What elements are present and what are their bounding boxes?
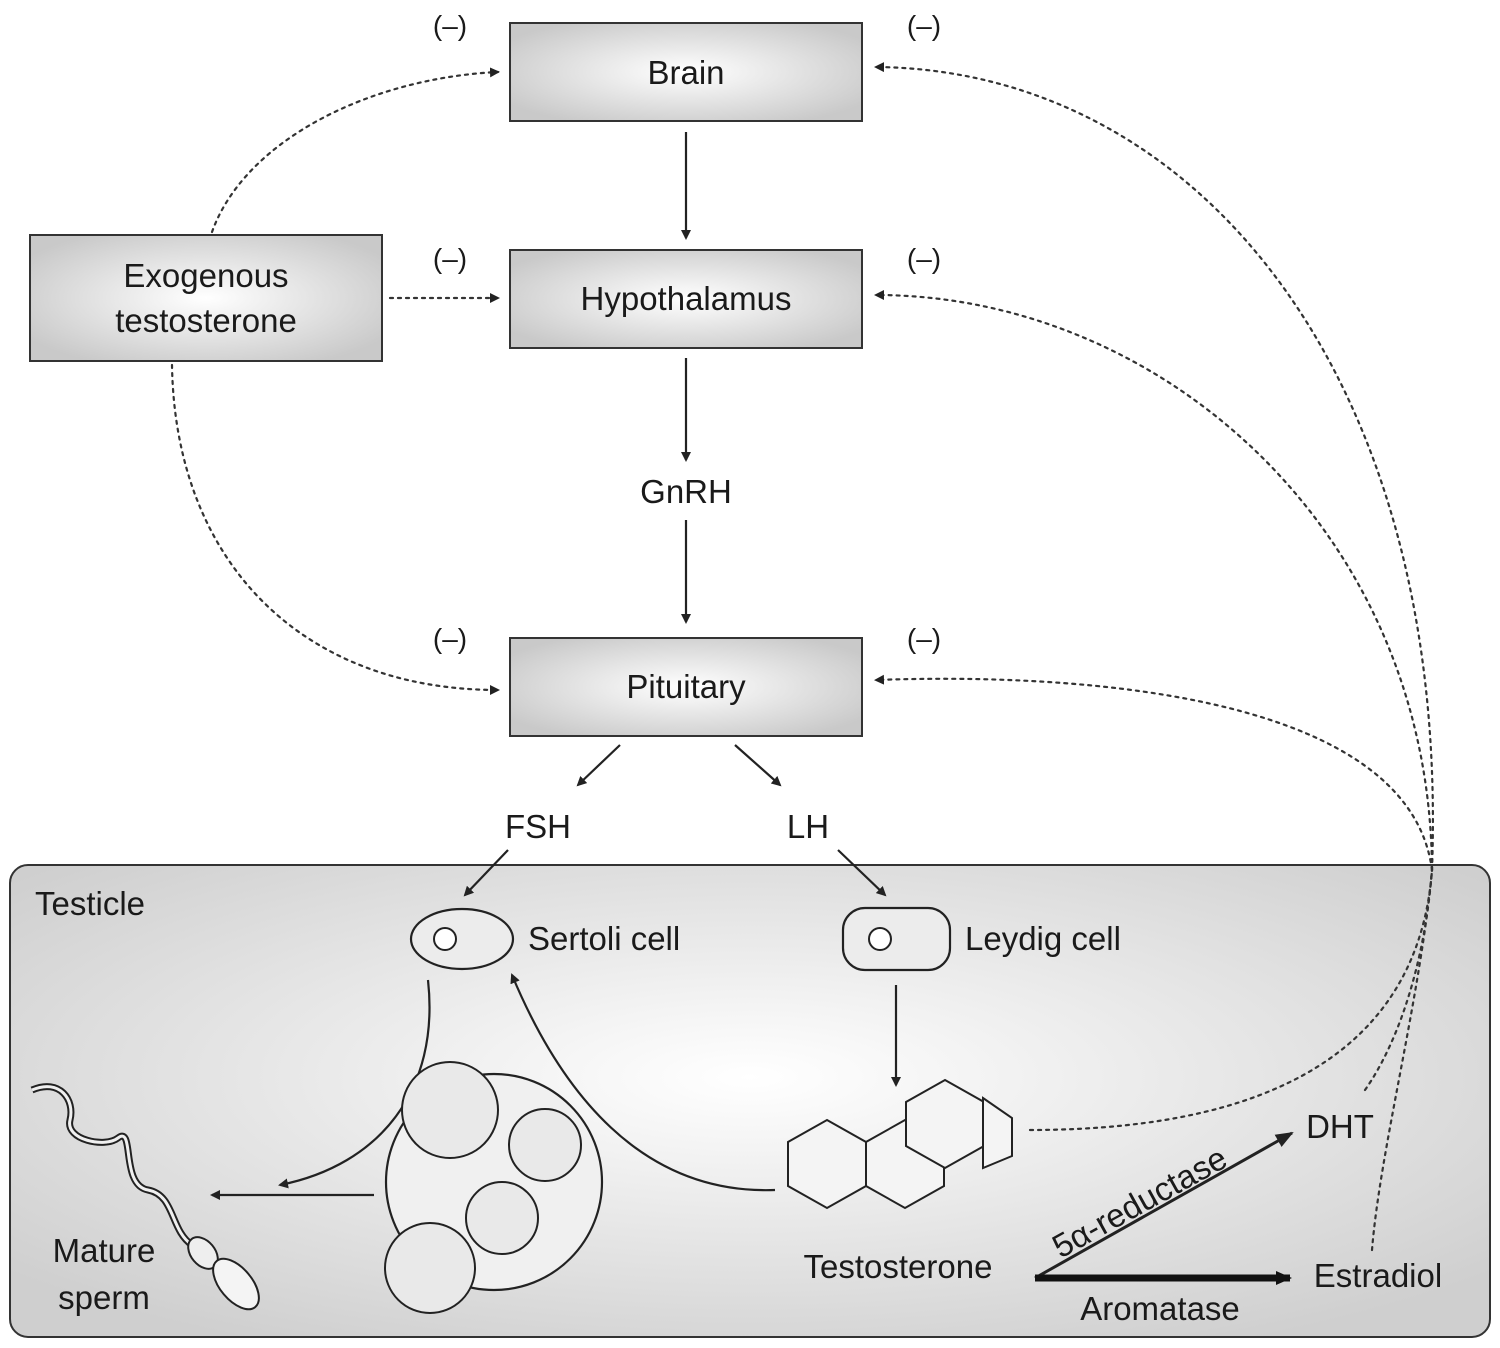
neg-marker-brain-right: (–)	[907, 10, 941, 41]
feedback-from-estradiol	[1370, 868, 1434, 1252]
arrow-sertoli-to-sperm	[278, 979, 431, 1189]
neg-marker-hypothalamus-right: (–)	[907, 243, 941, 274]
gnrh-label: GnRH	[640, 473, 732, 510]
neg-marker-hypothalamus-left: (–)	[433, 243, 467, 274]
pituitary-label: Pituitary	[626, 668, 746, 705]
exogenous-testosterone-box: Exogenous testosterone	[29, 234, 383, 362]
pituitary-box: Pituitary	[509, 637, 863, 737]
feedback-exogenous-to-pituitary	[170, 363, 500, 695]
hypothalamus-label: Hypothalamus	[581, 280, 792, 317]
exogenous-label-line1: Exogenous	[123, 257, 288, 294]
feedback-from-testosterone	[1028, 868, 1434, 1132]
arrow-pituitary-to-fsh	[576, 744, 621, 787]
sperm-label-line2: sperm	[58, 1279, 150, 1316]
brain-label: Brain	[647, 54, 724, 91]
estradiol-label: Estradiol	[1314, 1257, 1442, 1294]
aromatase-label: Aromatase	[1080, 1290, 1240, 1327]
arrow-lh-to-leydig	[837, 849, 887, 897]
brain-box: Brain	[509, 22, 863, 122]
feedback-to-pituitary	[874, 674, 1434, 872]
neg-marker-pituitary-right: (–)	[907, 623, 941, 654]
sperm-label-line1: Mature	[53, 1232, 156, 1269]
arrow-5a-reductase	[1034, 1131, 1294, 1280]
sertoli-cell: Sertoli cell	[409, 907, 680, 971]
testicle-region: Testicle	[9, 864, 1491, 1338]
exogenous-label-line2: testosterone	[115, 302, 297, 339]
dht-label: DHT	[1306, 1108, 1374, 1145]
arrow-fsh-to-sertoli	[463, 849, 509, 897]
sertoli-label: Sertoli cell	[528, 920, 680, 957]
testicle-title: Testicle	[35, 885, 145, 922]
testosterone-label: Testosterone	[804, 1248, 993, 1285]
lh-label: LH	[787, 808, 829, 845]
testosterone-molecule	[787, 1078, 1013, 1210]
mature-sperm-icon	[30, 1083, 260, 1311]
feedback-to-brain	[874, 62, 1434, 872]
leydig-cell: Leydig cell	[841, 906, 1121, 972]
leydig-label: Leydig cell	[965, 920, 1121, 957]
seminiferous-tubule	[384, 1061, 604, 1314]
neg-marker-pituitary-left: (–)	[433, 623, 467, 654]
arrow-pituitary-to-lh	[734, 744, 782, 787]
fsh-label: FSH	[505, 808, 571, 845]
arrow-testosterone-to-sertoli	[510, 973, 776, 1192]
hypothalamus-box: Hypothalamus	[509, 249, 863, 349]
feedback-to-hypothalamus	[874, 290, 1434, 872]
neg-marker-brain-left: (–)	[433, 10, 467, 41]
feedback-exogenous-to-brain	[210, 67, 500, 234]
